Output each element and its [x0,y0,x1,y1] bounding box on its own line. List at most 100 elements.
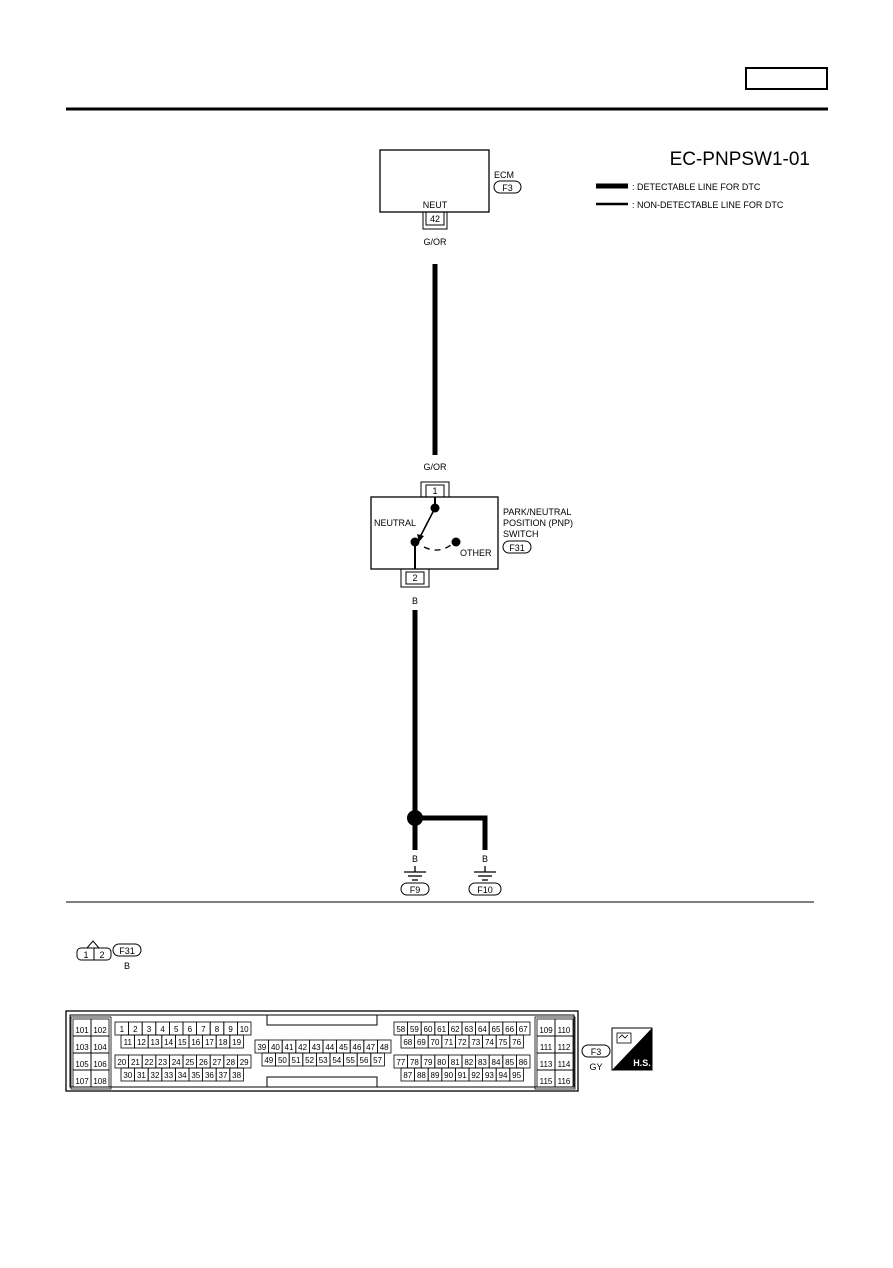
f3-pin-number: 47 [366,1043,375,1052]
f3-pin-number: 109 [539,1026,553,1035]
f3-pin-number: 12 [137,1038,146,1047]
f3-pin-number: 108 [93,1077,107,1086]
f3-pin-number: 24 [172,1058,181,1067]
f3-pin-number: 25 [185,1058,194,1067]
f3-pin-number: 105 [75,1060,89,1069]
f3-pin-block-frame [534,1016,576,1090]
f3-pin-number: 7 [201,1025,206,1034]
f3-pin-number: 77 [396,1058,405,1067]
f3-pin-number: 54 [332,1056,341,1065]
hs-badge-text: H.S. [633,1058,651,1068]
f3-pin-cell [370,1052,385,1067]
f3-pin-number: 82 [464,1058,473,1067]
f3-pin-number: 69 [417,1038,426,1047]
f3-pin-number: 19 [232,1038,241,1047]
f3-pin-number: 104 [93,1043,107,1052]
f3-pin-number: 84 [492,1058,501,1067]
f3-pin-number: 102 [93,1026,107,1035]
f3-pin-number: 101 [75,1026,89,1035]
ecm-connector-badge [493,180,522,194]
ground-f10-id: F10 [477,885,493,895]
f3-pin-number: 80 [437,1058,446,1067]
f3-pin-number: 8 [215,1025,220,1034]
switch-pin1-number: 1 [432,486,437,496]
f3-pin-number: 75 [499,1038,508,1047]
switch-name-line2: POSITION (PNP) [503,518,573,528]
f3-pin-number: 32 [151,1071,160,1080]
ground-f9-wire-color: B [412,854,418,864]
f3-pin-number: 4 [160,1025,165,1034]
f3-pin-number: 43 [312,1043,321,1052]
f3-pin-number: 34 [178,1071,187,1080]
switch-neutral-label: NEUTRAL [374,518,416,528]
f3-pin-number: 23 [158,1058,167,1067]
f3-pin-number: 79 [424,1058,433,1067]
f3-pin-cell [509,1034,524,1049]
diagram-code: EC-PNPSW1-01 [670,149,810,170]
f3-pin-cell [229,1034,244,1049]
f3-pin-number: 39 [257,1043,266,1052]
f3-pin-block-frame [70,1016,112,1090]
switch-other-contact [451,537,461,547]
f3-pin-number: 111 [540,1043,553,1052]
f3-pin-cell [90,1069,110,1088]
f3-pin-number: 78 [410,1058,419,1067]
f3-pin-number: 48 [380,1043,389,1052]
ecm-label: ECM [494,170,514,180]
f3-pin-number: 52 [305,1056,314,1065]
switch-connector-id: F31 [509,543,525,553]
legend-non-detectable-text: : NON-DETECTABLE LINE FOR DTC [632,200,784,210]
f31-connector-id: F31 [119,946,135,956]
f3-pin-number: 58 [396,1025,405,1034]
f3-pin-cell [554,1069,574,1088]
f3-pin-number: 42 [298,1043,307,1052]
f3-pin-number: 115 [540,1077,553,1086]
f3-pin-number: 21 [131,1058,140,1067]
f31-connector-color: B [124,961,130,971]
f3-pin-number: 18 [219,1038,228,1047]
f3-pin-number: 73 [471,1038,480,1047]
f3-pin-number: 68 [403,1038,412,1047]
f3-pin-number: 59 [410,1025,419,1034]
f3-pin-number: 61 [437,1025,446,1034]
f3-pin-number: 91 [458,1071,467,1080]
ground-f10-badge [468,882,502,896]
f3-pin-number: 15 [178,1038,187,1047]
ground-f9-id: F9 [410,885,421,895]
f31-connector-face [76,940,112,961]
f3-pin-number: 53 [319,1056,328,1065]
ecm-terminal-number: 42 [430,214,440,224]
f3-pin-number: 93 [485,1071,494,1080]
f3-pin-number: 3 [147,1025,152,1034]
legend-detectable-text: : DETECTABLE LINE FOR DTC [632,182,761,192]
f3-pin-number: 27 [213,1058,222,1067]
f3-pin-number: 51 [292,1056,301,1065]
f3-pin-number: 29 [240,1058,249,1067]
switch-wire-out-color: B [412,596,418,606]
f3-pin-number: 72 [458,1038,467,1047]
f3-pin-number: 95 [512,1071,521,1080]
f3-pin-number: 76 [512,1038,521,1047]
f3-pin-number: 33 [164,1071,173,1080]
f3-pin-number: 45 [339,1043,348,1052]
switch-connector-badge [502,540,532,554]
switch-pin2-number: 2 [412,573,417,583]
f3-pin-number: 67 [519,1025,528,1034]
f3-pin-number: 94 [499,1071,508,1080]
f3-pin-number: 65 [492,1025,501,1034]
f3-connector-id: F3 [591,1047,602,1057]
f31-pin2: 2 [99,950,104,960]
switch-wire-in-color: G/OR [423,462,447,472]
f3-pin-number: 9 [228,1025,233,1034]
f3-pin-number: 110 [558,1026,571,1035]
f3-pin-number: 31 [137,1071,146,1080]
f3-pin-number: 20 [117,1058,126,1067]
f3-pin-number: 66 [505,1025,514,1034]
switch-name-line3: SWITCH [503,529,539,539]
f3-pin-number: 88 [417,1071,426,1080]
f3-pin-number: 26 [199,1058,208,1067]
f3-pin-number: 106 [93,1060,107,1069]
f3-pin-number: 10 [240,1025,249,1034]
f3-pin-number: 116 [558,1077,571,1086]
ecm-terminal-bracket [422,212,448,230]
